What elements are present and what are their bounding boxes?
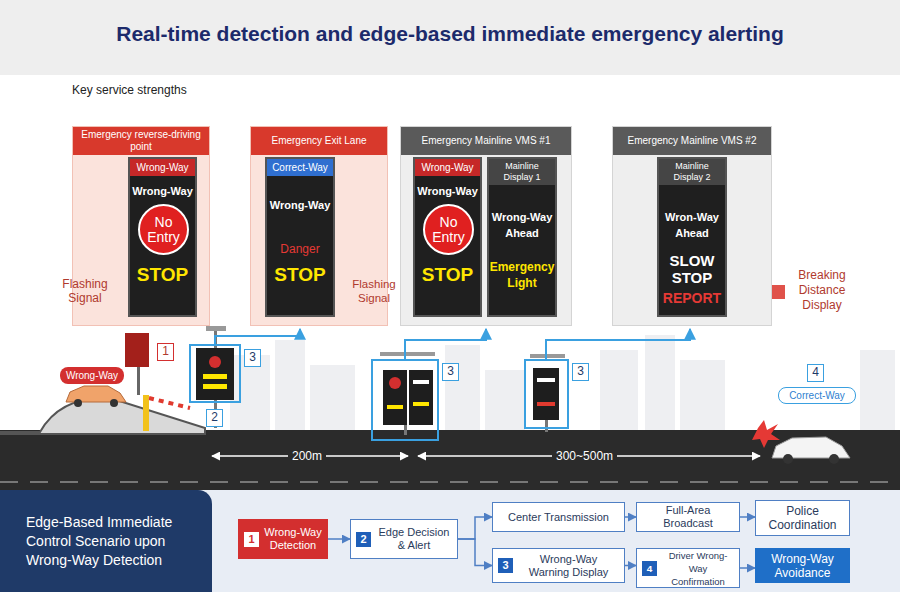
flow-arrow	[740, 516, 755, 518]
flow-arrow	[458, 539, 492, 566]
flow-arrow	[625, 565, 636, 567]
sign-links	[215, 329, 690, 360]
node-text: STOP	[415, 264, 480, 286]
node-text: Edge Decision & Alert	[376, 526, 452, 552]
node-text: Edge-Based Immediate Control Scenario up…	[26, 513, 200, 570]
node-text: Emergency reverse-driving point	[73, 127, 209, 155]
node-text: Wrong-Way Warning Display	[518, 553, 619, 579]
no-entry-circle: No Entry	[423, 204, 474, 255]
node-text: Mainline Display 1	[489, 159, 555, 185]
callout-number: 3	[442, 363, 459, 381]
node-text: Wrong-Way	[415, 159, 480, 176]
flow-arrow	[458, 517, 492, 539]
signal-label: Breaking Distance Display	[786, 268, 858, 313]
node-text: Emergency Exit Lane	[251, 127, 387, 155]
status-bubble: Wrong-Way	[60, 367, 124, 384]
node-text: STOP	[267, 264, 333, 286]
distance-label: 300~500m	[552, 448, 617, 464]
page-title: Real-time detection and edge-based immed…	[0, 22, 900, 46]
callout-number: 3	[572, 363, 589, 381]
step-number: 2	[356, 532, 371, 547]
vms-sign: Wrong-WayWrong-WaySTOPNo Entry	[413, 157, 482, 317]
title-band	[0, 0, 900, 75]
callout-number: 2	[206, 409, 223, 427]
crash-mark	[752, 420, 780, 448]
node-text: Danger	[267, 242, 333, 256]
distance-label: 200m	[288, 448, 326, 464]
step-number: 1	[244, 532, 259, 547]
node-text: Wrong-Way Ahead	[489, 209, 555, 241]
status-bubble: Correct-Way	[778, 387, 856, 404]
node-text: Wrong-Way	[130, 159, 195, 176]
correct-way-car	[772, 437, 850, 464]
callout-number: 4	[807, 364, 824, 382]
callout-number: 1	[157, 343, 174, 361]
node-text: Wrong-Way	[267, 199, 333, 211]
process-box: Full-Area Broadcast	[636, 502, 740, 532]
step-number: 3	[498, 558, 513, 573]
wrong-way-car	[66, 386, 126, 407]
node-text: Wron-Way Ahead	[659, 209, 725, 241]
roadside-signs	[125, 326, 568, 440]
node-text: Emergency Mainline VMS #2	[613, 127, 771, 155]
node-text: Center Transmission	[508, 511, 609, 524]
node-text: Wrong-Way Avoidance	[761, 552, 844, 580]
flow-arrow	[625, 516, 636, 518]
node-text: Police Coordination	[761, 504, 844, 532]
node-text: REPORT	[659, 290, 725, 306]
vms-sign: Mainline Display 2 Wron-Way AheadSLOW STO…	[657, 157, 727, 317]
node-text: Driver Wrong-Way Confirmation	[662, 549, 734, 588]
process-box: 3 Wrong-Way Warning Display	[492, 548, 625, 583]
node-text: Wrong-Way Detection	[264, 526, 322, 552]
no-entry-circle: No Entry	[138, 204, 189, 255]
vms-sign: Correct-WayWrong-WayDangerSTOP	[265, 157, 335, 317]
node-text: Full-Area Broadcast	[642, 504, 734, 530]
node-text: SLOW STOP	[659, 252, 725, 286]
callout-number: 3	[244, 349, 261, 367]
process-box: Center Transmission	[492, 502, 625, 532]
vms-sign: Mainline Display 1 Wrong-Way AheadEmergen…	[487, 157, 557, 317]
signal-label: Flashing Signal	[58, 277, 112, 305]
process-box: 2 Edge Decision & Alert	[350, 519, 458, 559]
scenario-band: Edge-Based Immediate Control Scenario up…	[0, 490, 212, 592]
process-box: 1 Wrong-Way Detection	[238, 519, 328, 559]
panel: Emergency Mainline VMS #2Mainline Displa…	[612, 126, 772, 326]
scenario-ground	[0, 490, 900, 592]
signal-label: Flashing Signal	[350, 277, 398, 305]
process-box: 4 Driver Wrong-Way Confirmation	[636, 548, 740, 588]
node-text: Wrong-Way	[66, 370, 118, 381]
node-text: No Entry	[144, 215, 184, 245]
node-text: Correct-Way	[267, 159, 333, 176]
node-text: Correct-Way	[789, 390, 845, 401]
node-text: Mainline Display 2	[659, 159, 725, 185]
step-number: 4	[642, 561, 657, 576]
process-box: Police Coordination	[755, 500, 850, 536]
panel: Emergency Mainline VMS #1Wrong-WayWrong-…	[400, 126, 572, 326]
ramp	[0, 398, 205, 434]
node-text: Wrong-Way	[130, 185, 195, 197]
barrier-gate	[143, 395, 190, 431]
vms-sign: Wrong-WayWrong-WaySTOPNo Entry	[128, 157, 197, 317]
section-label: Key service strengths	[72, 83, 187, 97]
flow-arrow	[328, 538, 350, 540]
node-text: No Entry	[429, 215, 469, 245]
node-text: Wrong-Way	[415, 185, 480, 197]
process-box: Wrong-Way Avoidance	[755, 548, 850, 583]
node-text: Emergency Light	[489, 259, 555, 291]
flow-arrow	[740, 567, 755, 569]
node-text: Emergency Mainline VMS #1	[401, 127, 571, 155]
skyline	[230, 335, 895, 430]
node-text: STOP	[130, 264, 195, 286]
